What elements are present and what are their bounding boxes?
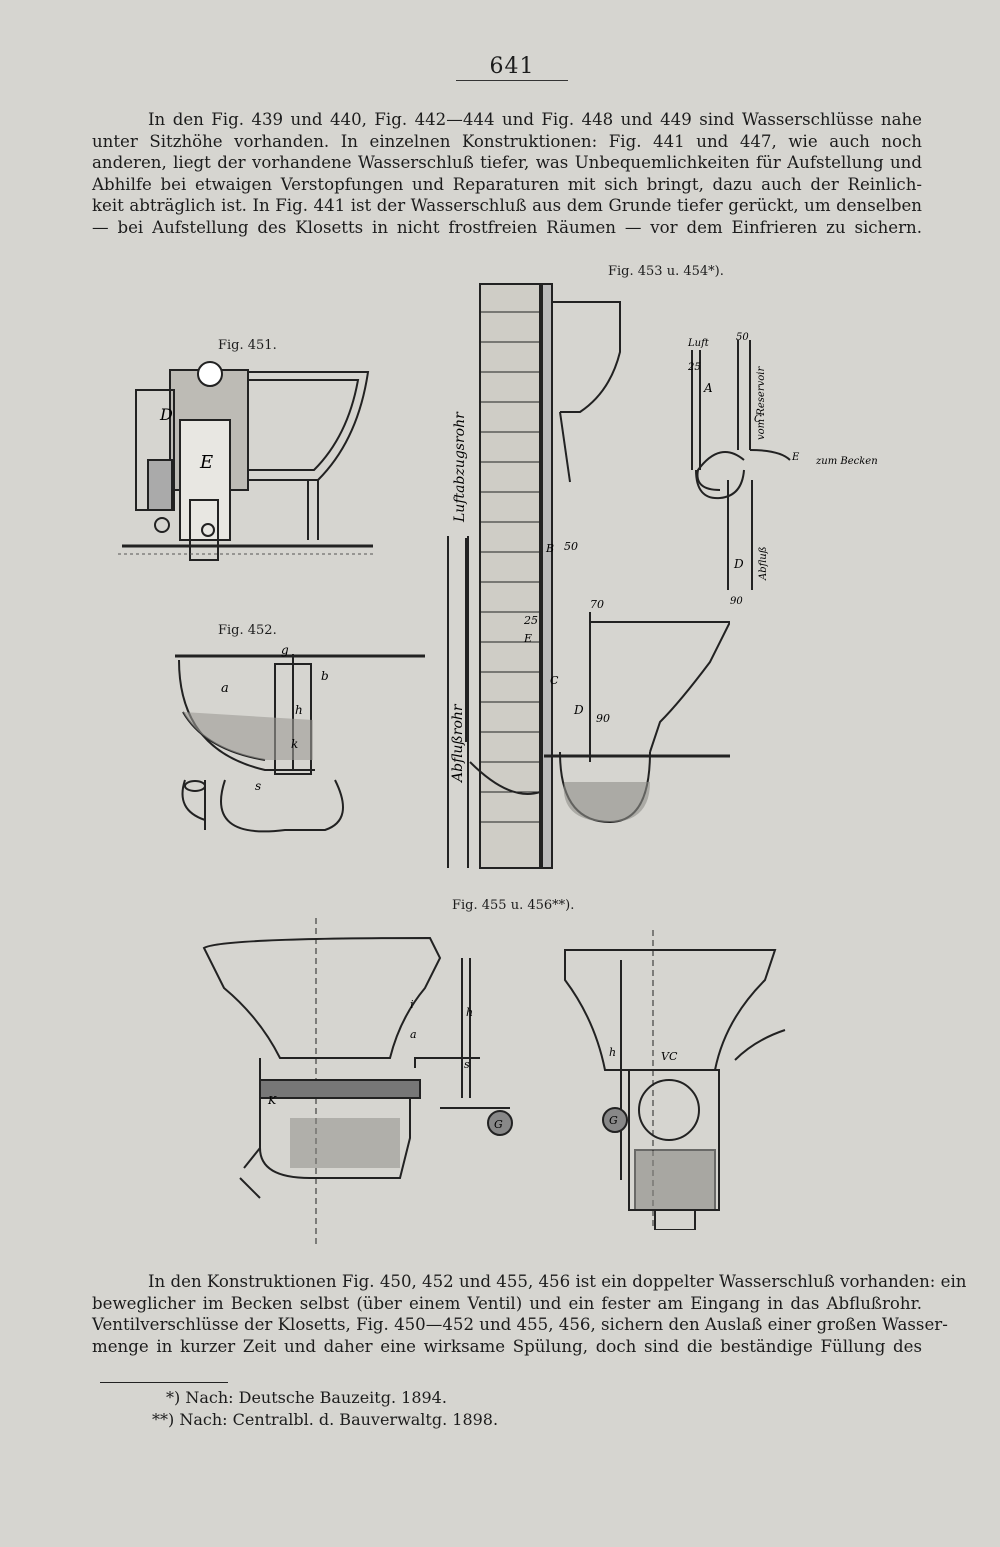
fig454-label-luft: Luft xyxy=(687,338,710,349)
page-number-rule xyxy=(456,80,568,81)
fig452-label-k: k xyxy=(291,737,298,751)
fig454-label-25: 25 xyxy=(687,362,701,373)
fig452-label-h: h xyxy=(295,703,303,717)
top-paragraph: In den Fig. 439 und 440, Fig. 442—444 un… xyxy=(92,109,922,238)
fig451-label-e: E xyxy=(199,452,213,473)
figure-452: a g b h k s xyxy=(165,640,435,840)
text-line: menge in kurzer Zeit und daher eine wirk… xyxy=(92,1336,922,1356)
fig452-label-s: s xyxy=(255,779,261,793)
footnote-rule xyxy=(100,1382,228,1383)
fig455-label-g: G xyxy=(494,1118,503,1131)
fig454-label-a: A xyxy=(703,381,713,395)
fig453-label-90: 90 xyxy=(596,712,610,725)
figure-451: D E xyxy=(118,360,378,580)
fig456-label-vc: VC xyxy=(661,1050,678,1063)
text-line: anderen, liegt der vorhandene Wasserschl… xyxy=(92,153,922,172)
fig451-label-d: D xyxy=(159,405,173,424)
footnote-1: *) Nach: Deutsche Bauzeitg. 1894. xyxy=(166,1388,447,1407)
fig453-label-50: 50 xyxy=(564,540,578,553)
fig453-label-luftabzugsrohr: Luftabzugsrohr xyxy=(452,411,468,523)
fig456-label-g: G xyxy=(609,1114,618,1127)
figure-456: h G VC xyxy=(545,930,815,1230)
fig454-label-e: E xyxy=(791,452,800,463)
text-line: Abhilfe bei etwaigen Verstopfungen und R… xyxy=(92,174,922,194)
fig454-label-c: C xyxy=(754,414,762,425)
text-line: In den Fig. 439 und 440, Fig. 442—444 un… xyxy=(148,110,922,129)
figure-453: Luftabzugsrohr Abflußrohr B 50 70 25 E C… xyxy=(440,282,730,870)
fig453-label-c: C xyxy=(550,674,559,687)
fig453-label-d: D xyxy=(573,703,584,717)
figure-455: K h G i a s xyxy=(200,918,535,1258)
caption-fig-453-454: Fig. 453 u. 454*). xyxy=(608,264,724,279)
page-number: 641 xyxy=(489,54,535,79)
caption-fig-451: Fig. 451. xyxy=(218,338,277,353)
caption-fig-452: Fig. 452. xyxy=(218,623,277,638)
fig454-label-reservoir: vom Reservoir xyxy=(756,366,767,440)
fig453-label-70: 70 xyxy=(590,598,604,611)
fig452-label-g: g xyxy=(281,643,289,657)
fig454-label-abfluss: Abfluß xyxy=(758,547,769,581)
fig453-label-abflussrohr: Abflußrohr xyxy=(450,703,466,784)
fig455-label-a: a xyxy=(410,1028,417,1041)
fig455-label-s: s xyxy=(464,1058,470,1071)
fig455-label-i: i xyxy=(410,998,414,1011)
text-line: In den Konstruktionen Fig. 450, 452 und … xyxy=(148,1272,967,1291)
fig454-label-zum-becken: zum Becken xyxy=(815,456,878,467)
footnote-2: **) Nach: Centralbl. d. Bauverwaltg. 189… xyxy=(152,1410,499,1429)
text-line: Ventilverschlüsse der Klosetts, Fig. 450… xyxy=(92,1315,948,1334)
fig453-label-25: 25 xyxy=(523,614,538,627)
caption-fig-455-456: Fig. 455 u. 456**). xyxy=(452,898,575,913)
fig452-label-b: b xyxy=(321,669,329,683)
fig452-label-a: a xyxy=(221,681,229,696)
fig454-label-d: D xyxy=(733,557,744,571)
fig455-label-h: h xyxy=(466,1006,473,1019)
text-line: keit abträglich ist. In Fig. 441 ist der… xyxy=(92,196,922,215)
fig453-label-e: E xyxy=(523,632,532,645)
fig455-label-k: K xyxy=(267,1094,277,1107)
bottom-paragraph: In den Konstruktionen Fig. 450, 452 und … xyxy=(92,1271,967,1357)
fig454-label-90: 90 xyxy=(730,596,743,607)
text-line: — bei Aufstellung des Klosetts in nicht … xyxy=(92,217,922,237)
text-line: beweglicher im Becken selbst (über einem… xyxy=(92,1293,922,1313)
fig454-label-50: 50 xyxy=(736,332,749,343)
figure-454: Luft 25 A 50 vom Reservoir C E zum Becke… xyxy=(670,330,900,610)
fig453-label-b: B xyxy=(545,542,554,555)
fig456-label-h: h xyxy=(609,1046,616,1059)
text-line: unter Sitzhöhe vorhanden. In einzelnen K… xyxy=(92,131,922,151)
